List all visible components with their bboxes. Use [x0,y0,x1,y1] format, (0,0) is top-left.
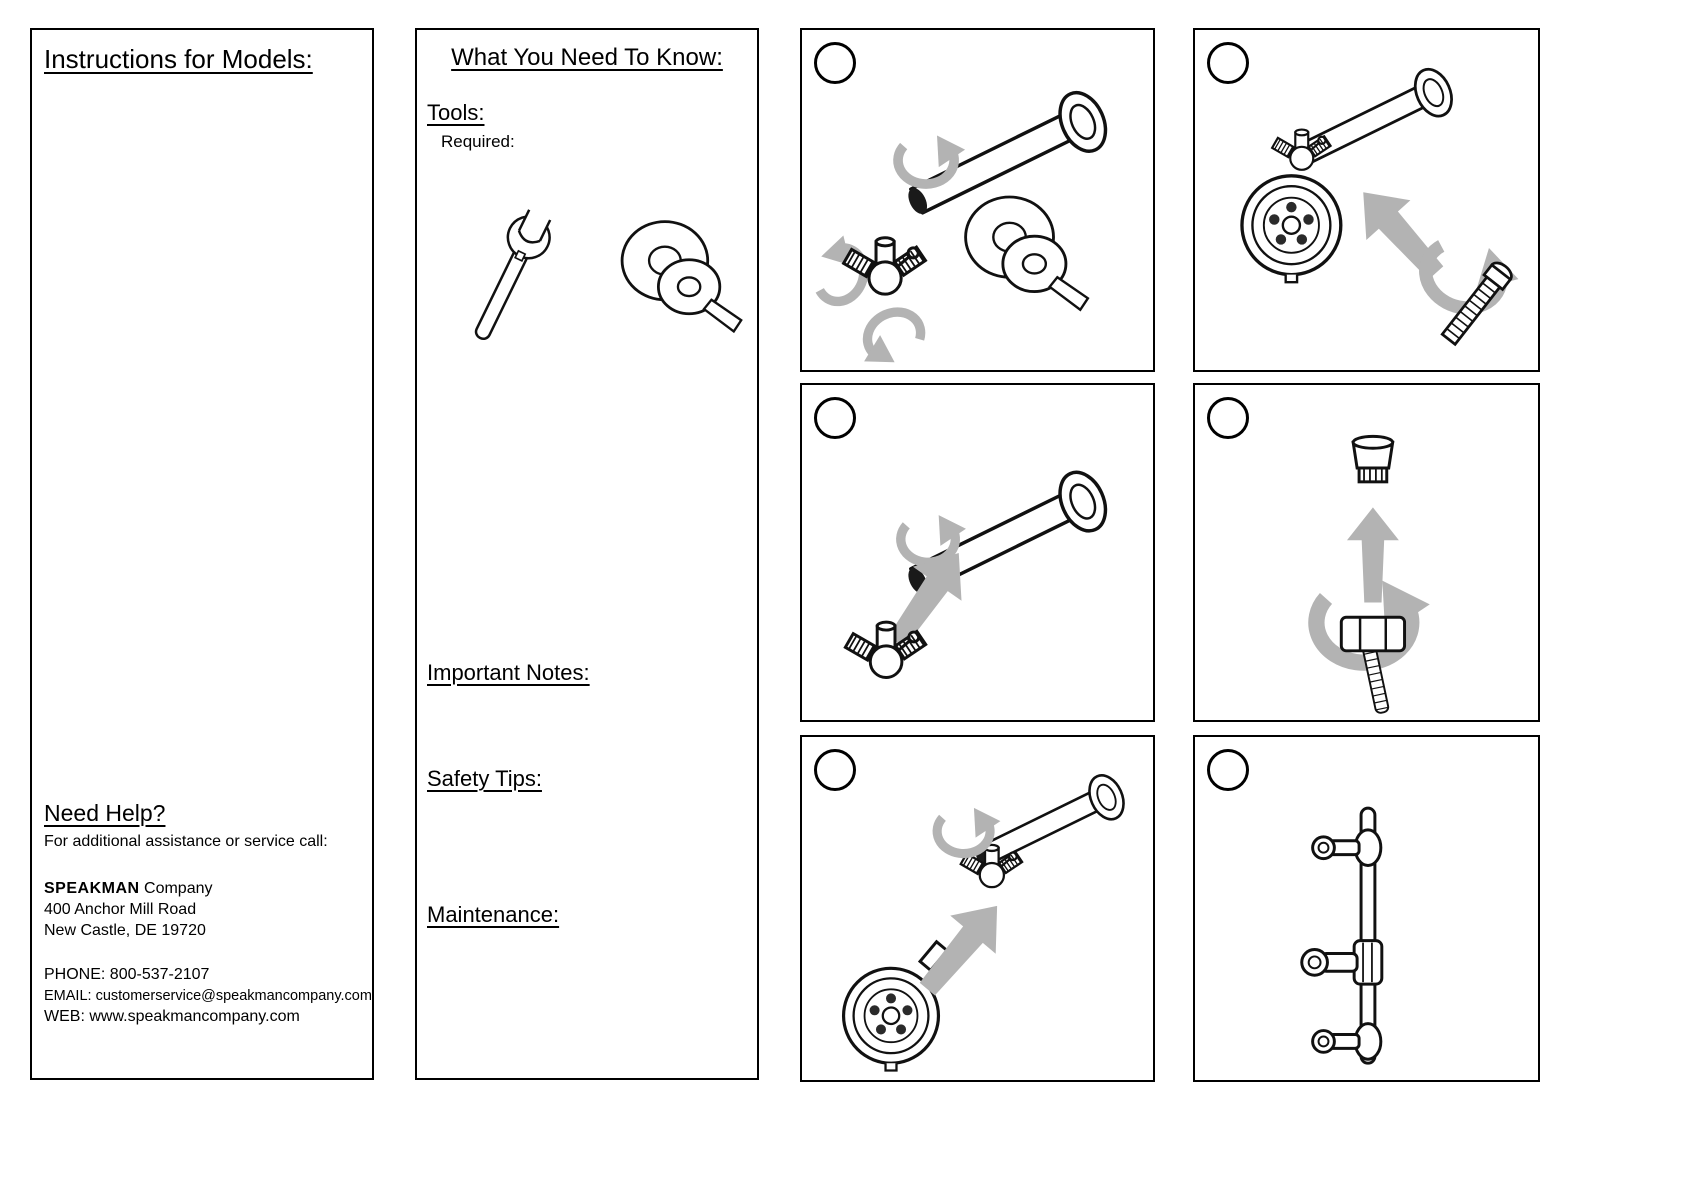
thread-seal-tape-icon [620,220,743,333]
info-panel: What You Need To Know: Tools: Required: … [415,28,759,1080]
step-box-1 [800,28,1155,372]
company-line: SPEAKMAN Company [44,879,364,900]
need-help-heading: Need Help? [44,800,166,826]
up-left-arrow-icon [1341,172,1459,293]
models-panel-title: Instructions for Models: [44,44,313,74]
web-line: WEB: www.speakmancompany.com [44,1008,300,1026]
hose-nut-icon [1339,615,1407,653]
step-1-number-circle [814,42,856,84]
slide-bar-icon [1359,806,1377,1065]
required-label: Required: [441,132,515,151]
step-box-6 [1193,735,1540,1082]
step-2-illustration [1240,62,1538,348]
step-1-illustration [802,83,1116,370]
step-6-number-circle [1207,749,1249,791]
step-4-illustration [1195,434,1538,716]
step-2-number-circle [1207,42,1249,84]
step-5-number-circle [814,749,856,791]
tools-illustration [460,201,743,349]
step-box-2 [1193,28,1540,372]
adjustable-wrench-icon [460,201,562,349]
rotation-arrow-icon [850,304,929,370]
glide-holder-icon [1300,939,1384,986]
step-4-number-circle [1207,397,1249,439]
hose-connector-icon [1351,434,1395,484]
thread-seal-tape-roll-icon [964,195,1090,312]
email-line: EMAIL: customerservice@speakmancompany.c… [44,988,372,1005]
step-3-number-circle [814,397,856,439]
step-box-4 [1193,383,1540,722]
address-line-2: New Castle, DE 19720 [44,921,206,939]
safety-tips-heading: Safety Tips: [427,766,542,791]
shower-head-icon [1240,174,1343,284]
maintenance-heading: Maintenance: [427,902,560,927]
need-help-section: Need Help? For additional assistance or … [44,800,372,1028]
mounting-bracket-bottom-icon [1311,1022,1383,1061]
step-box-3 [800,383,1155,722]
tools-heading: Tools: [427,100,485,125]
company-name: SPEAKMAN [44,880,140,897]
info-panel-title: What You Need To Know: [451,44,723,71]
address-line-1: 400 Anchor Mill Road [44,900,197,918]
important-notes-heading: Important Notes: [427,660,590,685]
company-suffix: Company [139,880,213,897]
step-3-illustration [843,463,1116,679]
phone-line: PHONE: 800-537-2107 [44,966,210,984]
models-panel: Instructions for Models: Need Help? For … [30,28,374,1080]
need-help-subheading: For additional assistance or service cal… [44,833,328,850]
step-6-illustration [1300,806,1384,1065]
step-5-illustration [841,768,1132,1073]
step-box-5 [800,735,1155,1082]
mounting-bracket-top-icon [1311,828,1383,867]
